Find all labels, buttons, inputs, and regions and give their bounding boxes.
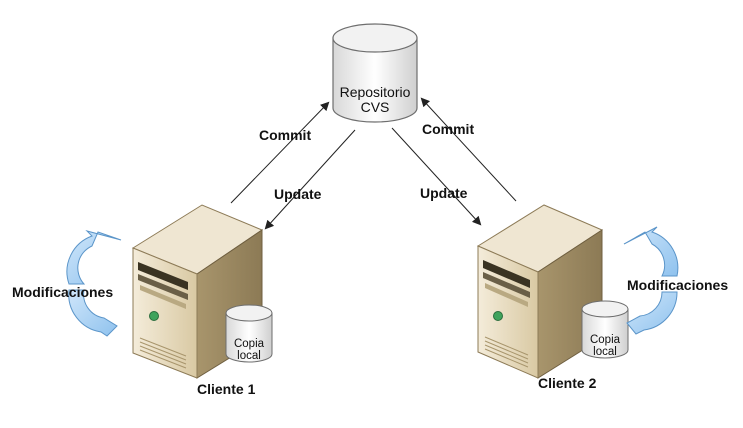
update-label-left: Update (274, 186, 322, 202)
client-2-label: Cliente 2 (538, 375, 597, 391)
client-1-local-copy: Copia local (225, 304, 273, 363)
power-indicator-1 (149, 311, 159, 321)
repository-label-line2: CVS (361, 99, 390, 115)
refresh-cycle-icon-left (66, 230, 122, 337)
client-2-local-copy: Copia local (581, 300, 629, 359)
repository-label-line1: Repositorio (340, 84, 411, 100)
local-copy-label-2-line2: local (593, 346, 617, 358)
commit-arrow-right (420, 97, 517, 202)
commit-label-left: Commit (259, 127, 311, 143)
modifications-label-right: Modificaciones (627, 277, 728, 293)
commit-label-right: Commit (422, 121, 474, 137)
power-indicator-2 (493, 311, 503, 321)
client-2-server (476, 204, 604, 379)
client-1-label: Cliente 1 (197, 381, 256, 397)
local-copy-label-2-line1: Copia (590, 334, 621, 346)
repository-cylinder: Repositorio CVS (332, 23, 418, 123)
modifications-label-left: Modificaciones (12, 284, 113, 300)
update-label-right: Update (420, 185, 468, 201)
local-copy-label-1-line1: Copia (234, 338, 265, 350)
refresh-cycle-icon-right (623, 226, 679, 335)
update-arrow-right (391, 127, 482, 226)
local-copy-label-1-line2: local (237, 350, 261, 362)
update-arrow-left (264, 129, 356, 230)
commit-arrow-left (230, 101, 330, 204)
